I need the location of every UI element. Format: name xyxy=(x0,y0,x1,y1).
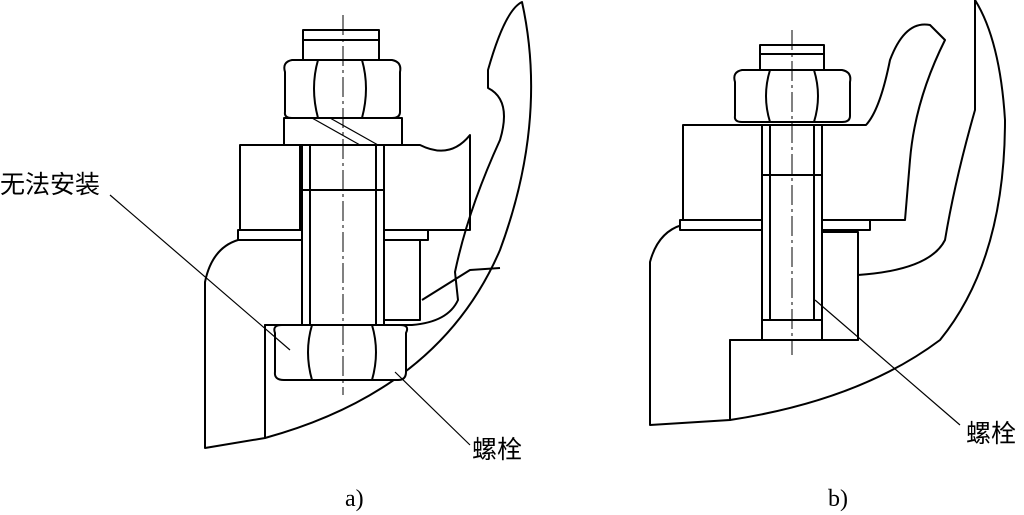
a-right-housing xyxy=(264,1,533,439)
a-top-nut xyxy=(283,59,402,119)
b-caption: b) xyxy=(828,486,848,512)
a-upper-flange-right xyxy=(383,134,471,231)
b-label-bolt: 螺栓 xyxy=(966,419,1016,448)
diagram-b: 螺栓 b) xyxy=(649,0,1016,512)
b-leader-bolt xyxy=(814,299,961,426)
a-bolt-end xyxy=(302,29,380,61)
b-left-housing xyxy=(649,224,763,426)
a-leader-bolt xyxy=(394,371,471,446)
b-lower-block xyxy=(821,231,859,341)
diagram-a: 无法安装 螺栓 a) xyxy=(0,1,533,512)
b-upper-flange-right xyxy=(821,23,946,221)
a-caption: a) xyxy=(345,486,364,512)
a-label-cannot-install: 无法安装 xyxy=(0,170,100,199)
b-upper-flange-left xyxy=(682,124,763,221)
a-label-bolt: 螺栓 xyxy=(472,435,522,464)
a-cavity-edge xyxy=(421,267,501,301)
a-upper-flange-left xyxy=(239,144,301,231)
a-lower-spacer xyxy=(383,239,421,321)
a-leader-cannot-install xyxy=(109,194,291,351)
a-bottom-nut xyxy=(273,324,409,381)
b-right-housing xyxy=(729,0,1006,421)
